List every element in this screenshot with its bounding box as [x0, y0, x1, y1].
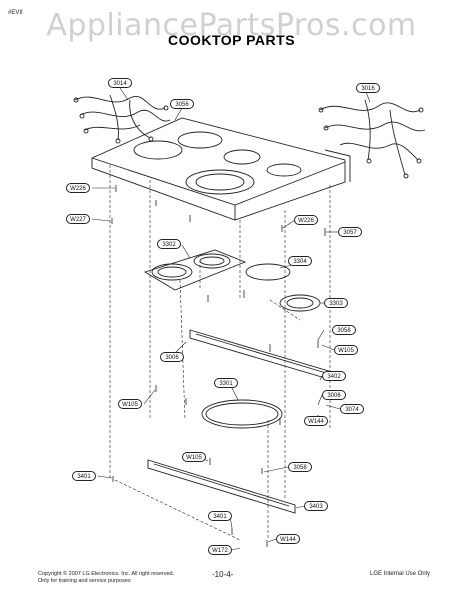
part-label-3402: 3402 — [322, 371, 346, 381]
wire-harness-left — [73, 94, 171, 144]
screws — [111, 185, 326, 547]
part-label-3401-left: 3401 — [72, 471, 96, 481]
leader-lines — [91, 87, 371, 551]
part-label-3058-lower: 3058 — [288, 462, 312, 472]
part-label-3401-bottom: 3401 — [208, 511, 232, 521]
part-label-3056: 3056 — [170, 99, 194, 109]
part-label-3057: 3057 — [338, 227, 362, 237]
burner-cover — [245, 263, 291, 281]
part-label-w144-upper: W144 — [304, 416, 328, 426]
page-number: -10-4- — [212, 570, 234, 579]
part-label-w227: W227 — [66, 214, 90, 224]
copyright-line-1: Copyright © 2007 LG Electronics. Inc. Al… — [38, 571, 175, 577]
wire-harness-right — [318, 99, 426, 179]
copyright-line-2: Only for training and service purposes — [38, 578, 131, 584]
part-label-3058-upper: 3058 — [332, 325, 356, 335]
page-title: COOKTOP PARTS — [167, 32, 296, 48]
part-label-3006-left: 3006 — [160, 352, 184, 362]
part-label-w105-lower: W105 — [182, 452, 206, 462]
part-label-3014: 3014 — [108, 78, 132, 88]
part-label-3302: 3302 — [157, 239, 181, 249]
watermark-text: AppliancePartsPros.com — [46, 8, 417, 43]
part-label-3304: 3304 — [288, 256, 312, 266]
part-label-w105-right: W105 — [334, 345, 358, 355]
part-label-w226-right: W226 — [294, 215, 318, 225]
radiant-burner-small — [279, 294, 321, 312]
part-label-w105-left: W105 — [118, 399, 142, 409]
upper-bracket — [189, 329, 333, 381]
ring-burner-large — [201, 399, 283, 429]
cooktop-glass — [91, 117, 351, 221]
corner-tag: #EVII — [8, 10, 23, 16]
part-label-w144-lower: W144 — [276, 534, 300, 544]
part-label-w226-left: W226 — [66, 183, 90, 193]
part-label-3403: 3403 — [304, 501, 328, 511]
lower-bracket — [147, 459, 296, 514]
part-label-3006-right: 3006 — [322, 390, 346, 400]
internal-use-note: LGE Internal Use Only — [370, 571, 431, 577]
part-label-w172: W172 — [208, 545, 232, 555]
part-label-3303: 3303 — [324, 298, 348, 308]
part-label-3301: 3301 — [214, 378, 238, 388]
part-label-3016: 3016 — [356, 83, 380, 93]
part-label-3074: 3074 — [340, 404, 364, 414]
dual-burner-element — [143, 249, 247, 291]
